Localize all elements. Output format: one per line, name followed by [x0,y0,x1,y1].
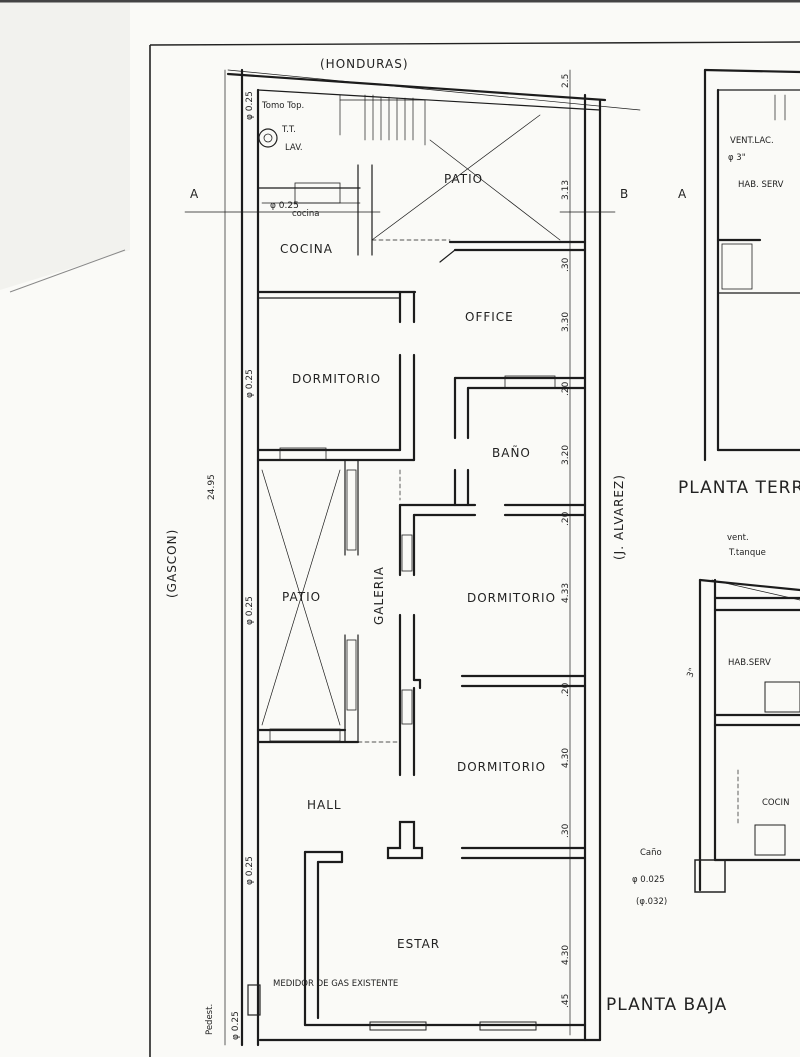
planta-terraza-walls [703,68,800,462]
note-cano-d2: (φ.032) [636,897,667,907]
dim-right: .20 [561,511,571,526]
note-medidor: MEDIDOR DE GAS EXISTENTE [273,979,398,989]
dim-right: 3.20 [561,445,571,465]
dim-right: 4.30 [561,748,571,768]
dim-left: φ 0.25 [245,91,255,120]
note-cocina-small: cocina [292,209,320,219]
section-b-marker: B [620,187,629,201]
room-galeria: GALERIA [372,566,386,625]
note-cano-d1: φ 0.025 [632,875,665,885]
dim-right: 4.33 [561,583,571,603]
room-office: OFFICE [465,310,514,324]
title-planta-baja: PLANTA BAJA [606,995,727,1015]
room-cocina: COCINA [280,242,333,256]
total-length-dimension: 24.95 [207,474,217,500]
room-hab-serv-terraza: HAB. SERV [738,180,784,190]
room-patio-top: PATIO [444,172,483,186]
paper-overlap [0,0,130,290]
planta-baja-walls [226,68,607,1047]
room-hab-serv-section: HAB.SERV [728,658,771,668]
note-lav: LAV. [285,143,303,153]
dim-right: .45 [561,994,571,1008]
note-tt: T.T. [281,125,296,135]
left-dimensions: φ 0.25 φ 0.25 φ 0.25 φ 0.25 φ 0.25 φ 0.2… [231,91,299,1040]
title-planta-terraza: PLANTA TERRA [678,478,800,498]
planta-terraza-labels: VENT.LAC. φ 3" HAB. SERV A PLANTA TERRA [678,136,800,498]
note-vent: vent. [727,533,749,543]
right-dimensions: 2.5 3.13 .30 3.30 .20 3.20 .20 4.33 .20 … [561,74,571,1008]
dim-left: φ 0.25 [245,856,255,885]
dim-left: φ 0.25 [231,1011,241,1040]
street-left-label: (GASCON) [165,529,179,598]
room-dormitorio-3: DORMITORIO [457,760,546,774]
note-diam-terraza: φ 3" [728,153,746,163]
note-cano: Caño [640,848,662,858]
note-pedest: Pedest. [205,1004,215,1035]
street-top-label: (HONDURAS) [320,57,409,71]
dim-right: 3.30 [561,312,571,332]
paper-edge [9,249,126,293]
note-tomo-top: Tomo Top. [261,101,304,111]
note-tanque: T.tanque [728,548,766,558]
room-patio-mid: PATIO [282,590,321,604]
dim-right: .30 [561,823,571,838]
dim-right: .20 [561,682,571,697]
note-vent-lav: VENT.LAC. [730,136,774,146]
dim-left: φ 0.25 [245,596,255,625]
dim-right: 4.30 [561,945,571,965]
planta-baja-labels: (HONDURAS) (GASCON) (J. ALVAREZ) PATIO C… [165,57,727,1035]
section-view-walls [694,578,800,893]
sheet-border-top [149,41,800,46]
dimension-lines [184,69,641,1046]
dim-right: .30 [561,257,571,272]
room-bano: BAÑO [492,445,531,460]
room-dormitorio-2: DORMITORIO [467,591,556,605]
note-diam-section: 3" [685,667,698,679]
room-cocina-section: COCIN [762,798,789,808]
room-estar: ESTAR [397,937,440,951]
street-right-label: (J. ALVAREZ) [612,474,626,560]
section-a-marker: A [190,187,199,201]
section-view-labels: vent. T.tanque HAB.SERV 3" COCIN Caño φ … [632,533,789,907]
dim-right: 3.13 [561,180,571,200]
dim-left: φ 0.25 [270,201,299,211]
room-dormitorio-1: DORMITORIO [292,372,381,386]
dim-left: φ 0.25 [245,369,255,398]
dim-right: .20 [561,381,571,396]
section-a-terraza: A [678,187,687,201]
room-hall: HALL [307,798,342,812]
dim-right: 2.5 [561,74,571,88]
